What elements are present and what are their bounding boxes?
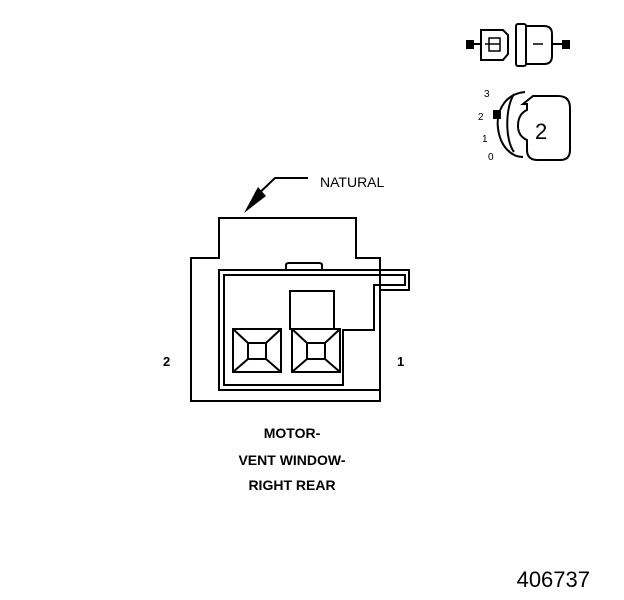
caption-line-1: MOTOR- xyxy=(264,425,321,441)
connector-caption: MOTOR- VENT WINDOW- RIGHT REAR xyxy=(238,425,345,493)
knob-icon xyxy=(496,91,571,161)
figure-number: 406737 xyxy=(517,567,590,592)
scale-label-0: 0 xyxy=(488,152,494,163)
scale-label-2: 2 xyxy=(478,112,484,123)
terminal-cavity-2 xyxy=(232,328,282,373)
connector-side-view-icon xyxy=(466,23,570,67)
scale-label-1: 1 xyxy=(482,134,488,145)
view-position-indicator: 3 2 1 0 2 xyxy=(478,89,571,163)
keying-block xyxy=(289,290,335,330)
natural-callout: NATURAL xyxy=(244,174,385,213)
caption-line-3: RIGHT REAR xyxy=(248,477,335,493)
position-marker-icon xyxy=(493,110,501,119)
callout-arrow-icon xyxy=(244,187,266,213)
view-number: 2 xyxy=(535,119,547,144)
caption-line-2: VENT WINDOW- xyxy=(238,452,345,468)
terminal-label-2: 2 xyxy=(163,354,170,369)
natural-label: NATURAL xyxy=(320,174,385,190)
terminal-label-1: 1 xyxy=(397,354,404,369)
scale-label-3: 3 xyxy=(484,89,490,100)
connector-face xyxy=(190,217,410,402)
terminal-cavity-1 xyxy=(291,328,341,373)
